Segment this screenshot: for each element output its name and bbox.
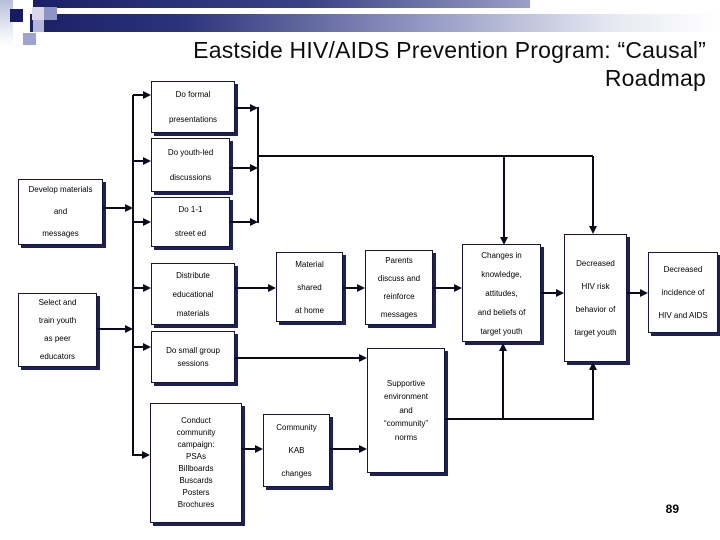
edge-risk-to-incidence-stem xyxy=(627,292,640,294)
box-conduct-campaign: Conduct community campaign: PSAs Billboa… xyxy=(150,403,242,523)
edge-changes-to-risk-stem xyxy=(541,292,556,294)
box-small-group-sessions: Do small group sessions xyxy=(151,331,235,383)
edge-distribute-to-material-stem xyxy=(235,287,268,289)
box-distribute-materials-label: Distribute educational materials xyxy=(172,270,214,318)
edge-do-formal-to-merge-arrowhead xyxy=(250,104,258,112)
edge-develop-to-trunk-stem xyxy=(103,207,125,209)
box-do-youth-led-discussions-label: Do youth-led discussions xyxy=(167,148,214,182)
edge-do-formal-to-merge-stem xyxy=(235,107,250,109)
edge-kab-to-supportive-stem xyxy=(330,448,359,450)
slide-title-line1: Eastside HIV/AIDS Prevention Program: “C… xyxy=(193,37,706,63)
box-select-train-youth-label: Select and train youth as peer educators xyxy=(38,298,77,361)
edge-merge-to-risk-drop xyxy=(592,156,594,226)
edge-material-to-parents-stem xyxy=(343,287,357,289)
edge-trunk-do-formal-stem xyxy=(133,94,143,96)
merge-horizontal-line xyxy=(258,155,593,157)
edge-do-1-1-to-merge-arrowhead xyxy=(250,218,258,226)
box-conduct-campaign-label: Conduct community campaign: PSAs Billboa… xyxy=(176,416,216,509)
slide-title: Eastside HIV/AIDS Prevention Program: “C… xyxy=(60,36,706,92)
slide-title-line2: Roadmap xyxy=(604,65,706,91)
box-select-train-youth: Select and train youth as peer educators xyxy=(18,293,97,367)
deco-square-lavender-low xyxy=(23,33,36,45)
edge-trunk-do-formal-arrowhead xyxy=(143,91,151,99)
edge-trunk-do-youth-led-stem xyxy=(133,160,143,162)
box-community-kab: Community KAB changes xyxy=(263,414,330,487)
edge-merge-to-changes-arrowhead xyxy=(500,237,508,245)
edge-changes-to-risk-arrowhead xyxy=(556,289,564,297)
edge-kab-to-supportive-arrowhead xyxy=(359,445,367,453)
edge-campaign-to-kab-arrowhead xyxy=(255,445,263,453)
edge-supportive-to-risk-riser xyxy=(592,370,594,420)
box-parents-reinforce-label: Parents discuss and reinforce messages xyxy=(377,255,421,319)
box-material-shared: Material shared at home xyxy=(276,252,343,322)
edge-supportive-to-risk-arrowhead xyxy=(589,362,597,370)
edge-merge-to-changes-drop xyxy=(503,156,505,237)
box-material-shared-label: Material shared at home xyxy=(295,259,324,315)
edge-trunk-campaign-stem xyxy=(133,454,142,456)
box-develop-materials: Develop materials and messages xyxy=(18,179,103,245)
box-do-youth-led-discussions: Do youth-led discussions xyxy=(151,138,230,192)
box-changes-kab-youth-label: Changes in knowledge, attitudes, and bel… xyxy=(477,250,526,336)
edge-trunk-distribute-stem xyxy=(133,287,143,289)
box-do-1-1-street-ed: Do 1-1 street ed xyxy=(151,197,230,247)
box-supportive-environment-label: Supportive environment and “community” n… xyxy=(383,378,429,442)
deco-square-light xyxy=(32,7,44,20)
box-small-group-sessions-label: Do small group sessions xyxy=(166,346,220,368)
edge-small-group-to-supportive-arrowhead xyxy=(359,354,367,362)
edge-select-to-trunk-arrowhead xyxy=(125,325,133,333)
edge-trunk-do-1-1-arrowhead xyxy=(143,218,151,226)
edge-trunk-campaign-arrowhead xyxy=(142,451,150,459)
edge-trunk-do-1-1-stem xyxy=(133,221,143,223)
header-gradient-bar xyxy=(30,14,720,32)
box-parents-reinforce: Parents discuss and reinforce messages xyxy=(365,250,433,325)
page-number: 89 xyxy=(665,502,679,516)
box-do-formal-presentations-label: Do formal presentations xyxy=(168,90,218,124)
box-do-1-1-street-ed-label: Do 1-1 street ed xyxy=(174,205,207,238)
edge-parents-to-changes-arrowhead xyxy=(454,284,462,292)
edge-campaign-to-kab-stem xyxy=(242,448,255,450)
box-changes-kab-youth: Changes in knowledge, attitudes, and bel… xyxy=(462,244,541,342)
edge-small-group-to-supportive-stem xyxy=(235,357,359,359)
edge-select-to-trunk-stem xyxy=(97,328,125,330)
edge-material-to-parents-arrowhead xyxy=(357,284,365,292)
supportive-output-line xyxy=(445,418,593,420)
merge-vertical-line xyxy=(257,107,259,223)
edge-do-youth-led-to-merge-arrowhead xyxy=(250,164,258,172)
edge-supportive-to-changes-riser xyxy=(502,351,504,420)
box-decreased-incidence: Decreased incidence of HIV and AIDS xyxy=(648,252,718,333)
top-accent-bar xyxy=(33,0,530,8)
edge-trunk-distribute-arrowhead xyxy=(143,284,151,292)
edge-trunk-do-youth-led-arrowhead xyxy=(143,157,151,165)
box-develop-materials-label: Develop materials and messages xyxy=(28,185,93,238)
deco-square-medium xyxy=(44,7,57,20)
box-do-formal-presentations: Do formal presentations xyxy=(151,81,235,133)
edge-risk-to-incidence-arrowhead xyxy=(640,289,648,297)
edge-develop-to-trunk-arrowhead xyxy=(125,204,133,212)
box-decreased-risk: Decreased HIV risk behavior of target yo… xyxy=(564,234,627,362)
trunk-left-line xyxy=(132,95,134,456)
left-accent-strip xyxy=(0,0,13,46)
edge-supportive-to-changes-arrowhead xyxy=(499,343,507,351)
box-supportive-environment: Supportive environment and “community” n… xyxy=(367,348,445,473)
deco-square-lavender xyxy=(33,20,44,32)
box-community-kab-label: Community KAB changes xyxy=(276,423,317,478)
edge-do-1-1-to-merge-stem xyxy=(230,221,250,223)
box-decreased-risk-label: Decreased HIV risk behavior of target yo… xyxy=(574,259,617,337)
edge-do-youth-led-to-merge-stem xyxy=(230,167,250,169)
box-decreased-incidence-label: Decreased incidence of HIV and AIDS xyxy=(658,265,708,320)
deco-square-navy xyxy=(10,9,23,22)
edge-trunk-small-group-stem xyxy=(133,346,143,348)
edge-parents-to-changes-stem xyxy=(433,287,454,289)
box-distribute-materials: Distribute educational materials xyxy=(151,263,235,325)
edge-trunk-small-group-arrowhead xyxy=(143,343,151,351)
edge-merge-to-risk-arrowhead xyxy=(589,226,597,234)
edge-distribute-to-material-arrowhead xyxy=(268,284,276,292)
